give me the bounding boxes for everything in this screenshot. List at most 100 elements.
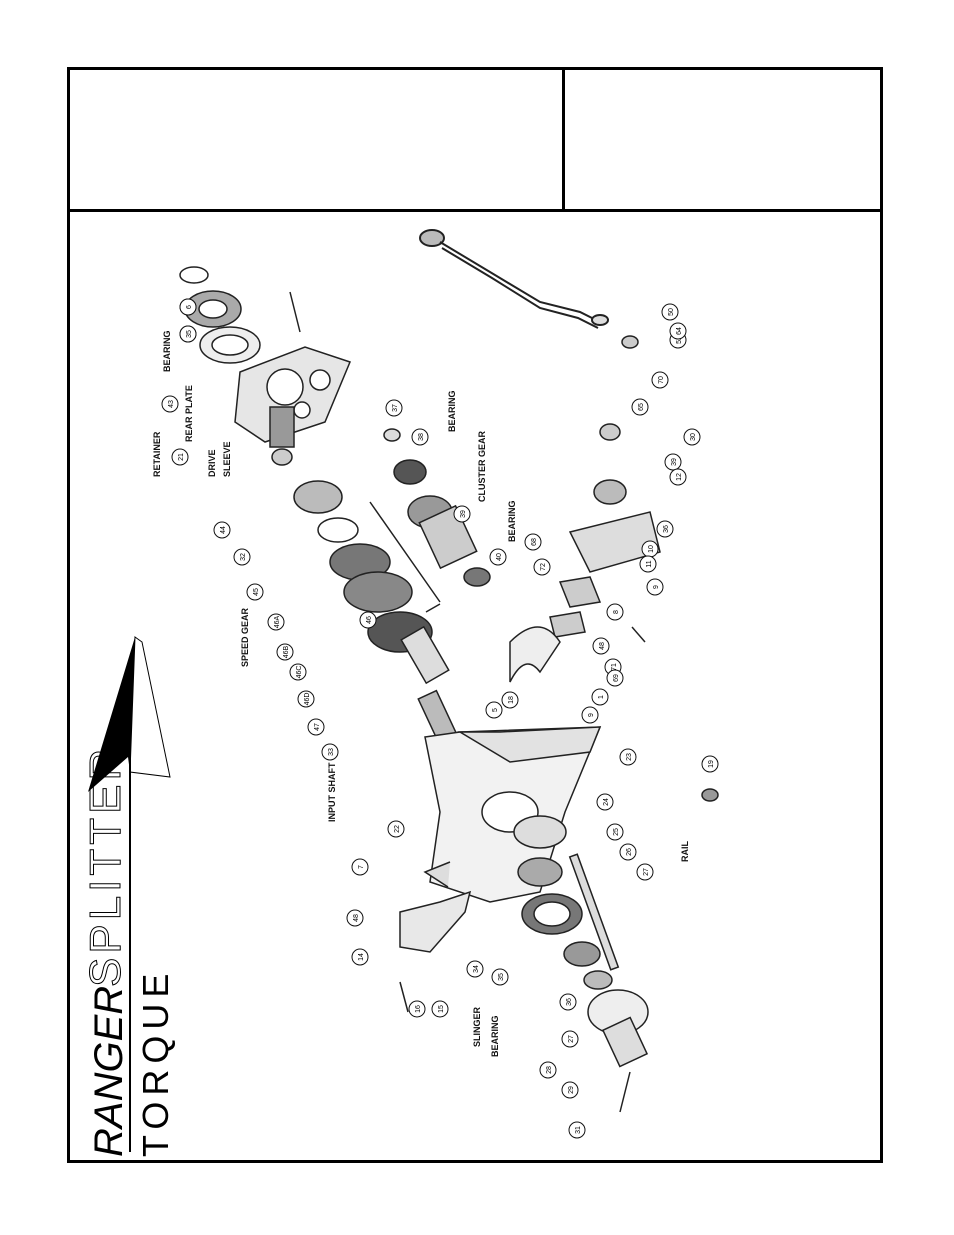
callout-circle bbox=[466, 960, 484, 978]
callout-circle bbox=[592, 637, 610, 655]
callout-circle bbox=[321, 743, 339, 761]
callout-number: 68 bbox=[531, 538, 538, 546]
callout-number: 21 bbox=[178, 453, 185, 461]
callout-number: 18 bbox=[508, 696, 515, 704]
callout-circle bbox=[639, 555, 657, 573]
callout-number: 27 bbox=[643, 868, 650, 876]
shift-lever bbox=[419, 229, 609, 329]
callout-circle bbox=[453, 505, 471, 523]
callout-circle bbox=[297, 690, 315, 708]
callout-number: 15 bbox=[438, 1005, 445, 1013]
callout-number: 25 bbox=[613, 828, 620, 836]
callout-circle bbox=[568, 1121, 586, 1139]
logo-product: SPLITTER bbox=[81, 745, 130, 987]
callout-circle bbox=[559, 993, 577, 1011]
callout-circle bbox=[669, 322, 687, 340]
callout-circle bbox=[539, 1061, 557, 1079]
callout-number: 69 bbox=[613, 674, 620, 682]
callout-number: 35 bbox=[498, 973, 505, 981]
callout-number: 24 bbox=[603, 798, 610, 806]
callout-circle bbox=[631, 398, 649, 416]
callout-number: 70 bbox=[658, 376, 665, 384]
callout-circle bbox=[246, 583, 264, 601]
callout-circle bbox=[661, 303, 679, 321]
callout-number: 12 bbox=[676, 473, 683, 481]
callout-circle bbox=[606, 823, 624, 841]
callout-number: 7 bbox=[358, 865, 365, 869]
callout-circle bbox=[651, 371, 669, 389]
callout-circle bbox=[591, 688, 609, 706]
callout-number: 72 bbox=[540, 563, 547, 571]
label-rear-plate: REAR PLATE bbox=[184, 385, 194, 442]
callout-number: 35 bbox=[186, 330, 193, 338]
callout-number: 38 bbox=[418, 433, 425, 441]
callout-circle bbox=[411, 428, 429, 446]
callout-number: 48 bbox=[599, 642, 606, 650]
callout-number: 33 bbox=[328, 748, 335, 756]
callout-number: 11 bbox=[646, 560, 653, 567]
exploded-parts-diagram: RANGER SPLITTER TORQUE bbox=[70, 212, 880, 1160]
callout-number: 6 bbox=[186, 305, 193, 309]
callout-number: 37 bbox=[392, 404, 399, 412]
callout-circle bbox=[289, 663, 307, 681]
callout-circle bbox=[179, 325, 197, 343]
callout-circle bbox=[669, 468, 687, 486]
callout-number: 1 bbox=[598, 695, 605, 699]
label-sleeve: SLEEVE bbox=[222, 441, 232, 477]
callout-number: 30 bbox=[690, 433, 697, 441]
callout-circle bbox=[524, 533, 542, 551]
callout-number: 40 bbox=[496, 553, 503, 561]
cluster-gear-assembly bbox=[383, 428, 491, 587]
callout-circle bbox=[359, 611, 377, 629]
header-title-box bbox=[70, 70, 565, 212]
callout-number: 23 bbox=[626, 753, 633, 761]
callout-circle bbox=[606, 669, 624, 687]
callout-number: 27 bbox=[568, 1035, 575, 1043]
callout-circle bbox=[489, 548, 507, 566]
callout-circle bbox=[596, 793, 614, 811]
callout-number: 47 bbox=[314, 723, 321, 731]
callout-number: 29 bbox=[568, 1086, 575, 1094]
callout-number: 19 bbox=[708, 760, 715, 768]
shift-rail bbox=[568, 788, 719, 971]
callout-circle bbox=[161, 395, 179, 413]
shift-cover-assembly bbox=[509, 335, 661, 683]
callout-circle bbox=[561, 1030, 579, 1048]
callout-circle bbox=[276, 643, 294, 661]
label-bearing-front: BEARING bbox=[490, 1015, 500, 1057]
main-housing bbox=[423, 726, 602, 903]
callout-circle bbox=[701, 755, 719, 773]
callout-circle bbox=[656, 520, 674, 538]
logo-brand: RANGER bbox=[87, 986, 131, 1157]
callout-number: 28 bbox=[546, 1066, 553, 1074]
rear-plate-assembly bbox=[179, 266, 352, 466]
callout-circle bbox=[233, 548, 251, 566]
callout-number: 64 bbox=[676, 327, 683, 335]
callout-number: 39 bbox=[671, 458, 678, 466]
callout-number: 32 bbox=[240, 553, 247, 561]
callout-circle bbox=[606, 603, 624, 621]
callout-circle bbox=[307, 718, 325, 736]
callout-circle bbox=[646, 578, 664, 596]
callout-number: 9 bbox=[653, 585, 660, 589]
callout-circle bbox=[664, 453, 682, 471]
label-cluster-gear: CLUSTER GEAR bbox=[477, 430, 487, 502]
label-drive: DRIVE bbox=[207, 449, 217, 477]
callout-circle bbox=[619, 748, 637, 766]
callout-number: 8 bbox=[613, 610, 620, 614]
callout-circle bbox=[408, 1000, 426, 1018]
callout-number: 5 bbox=[492, 708, 499, 712]
label-retainer: RETAINER bbox=[152, 431, 162, 477]
callout-circle bbox=[431, 1000, 449, 1018]
callout-number: 39 bbox=[460, 510, 467, 518]
callout-number: 10 bbox=[648, 545, 655, 553]
parts-diagram-svg: RANGER SPLITTER TORQUE bbox=[81, 229, 719, 1157]
callout-number: 43 bbox=[168, 400, 175, 408]
callout-circle bbox=[533, 558, 551, 576]
callout-number: 46A bbox=[274, 615, 281, 628]
logo-subtitle: TORQUE bbox=[135, 968, 176, 1157]
callout-number: 36 bbox=[566, 998, 573, 1006]
callout-number: 48 bbox=[353, 914, 360, 922]
callout-number: 71 bbox=[611, 663, 618, 671]
part-labels: RETAINER BEARING REAR PLATE DRIVE SLEEVE… bbox=[152, 330, 690, 1057]
